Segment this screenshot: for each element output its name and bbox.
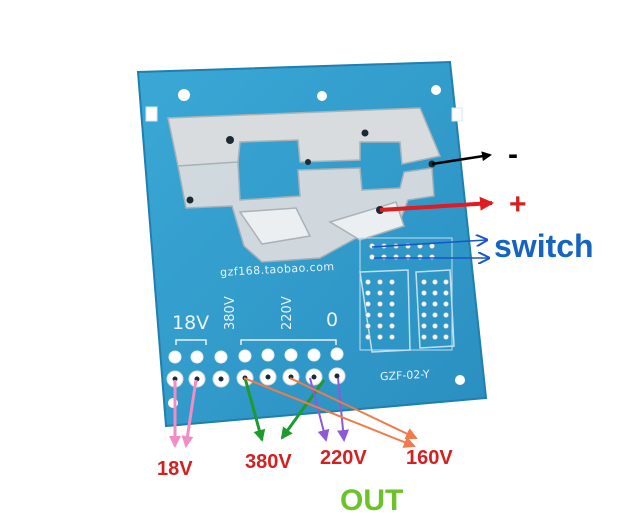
out-220v-label: 220V — [320, 447, 367, 469]
header-pin — [432, 279, 438, 285]
minus-label: - — [508, 138, 518, 171]
pin-label-380v: 380V — [223, 296, 238, 330]
out-380v-label: 380V — [245, 451, 292, 473]
switch-arrow-top — [371, 240, 486, 248]
pad-upper — [238, 349, 252, 363]
v380-arrow-a — [243, 377, 266, 442]
pin-label-18v: 18V — [172, 312, 210, 334]
pad-upper — [284, 348, 298, 362]
header-pin — [432, 290, 438, 296]
header-pin — [369, 254, 375, 260]
v220-arrow-b — [337, 377, 350, 442]
out-160v-label: 160V — [406, 447, 453, 469]
header-pin — [365, 312, 371, 318]
header-pin — [432, 334, 438, 340]
minus-arrow — [431, 151, 492, 166]
header-pin — [443, 334, 449, 340]
model-silkscreen: GZF-02-Y — [379, 367, 431, 384]
header-pin — [421, 323, 427, 329]
header-pin — [365, 290, 371, 296]
v160-arrow-b — [289, 377, 418, 440]
header-pin — [377, 334, 383, 340]
pad-upper — [307, 348, 321, 362]
pad-hole — [218, 376, 224, 382]
pad-upper — [330, 347, 344, 361]
v380-arrow-b — [280, 379, 326, 440]
header-pin — [389, 334, 395, 340]
header-pin — [417, 254, 423, 260]
header-pin — [421, 290, 427, 296]
header-pin — [389, 279, 395, 285]
v160-arrow-a — [243, 377, 416, 448]
header-pin — [405, 254, 411, 260]
header-pin — [377, 279, 383, 285]
pad-upper — [168, 350, 182, 364]
header-pin — [365, 334, 371, 340]
header-pin — [389, 312, 395, 318]
pad-upper — [190, 350, 204, 364]
header-pin — [443, 323, 449, 329]
header-pin — [377, 312, 383, 318]
pad-upper — [214, 350, 228, 364]
header-pin — [365, 301, 371, 307]
header-pin — [365, 279, 371, 285]
header-pin — [369, 243, 375, 249]
pad-hole — [265, 374, 271, 380]
header-pin — [393, 254, 399, 260]
out-label: OUT — [340, 484, 404, 517]
header-pin — [421, 312, 427, 318]
header-pin — [443, 301, 449, 307]
header-pin — [443, 312, 449, 318]
header-pin — [365, 323, 371, 329]
pad-upper — [261, 348, 275, 362]
header-pin — [377, 290, 383, 296]
header-pin — [429, 254, 435, 260]
switch-label: switch — [494, 228, 594, 264]
header-pin — [381, 254, 387, 260]
header-pin — [443, 279, 449, 285]
header-pin — [432, 312, 438, 318]
header-pin — [421, 301, 427, 307]
annotation-arrows — [169, 151, 494, 448]
header-pin — [389, 301, 395, 307]
plus-arrow — [379, 196, 494, 212]
pad-hole — [334, 373, 340, 379]
pad-hole — [311, 374, 317, 380]
pin-group-brackets — [175, 339, 337, 345]
header-pin — [421, 279, 427, 285]
v18-arrow-b — [181, 379, 198, 448]
pin-header-dots — [365, 243, 449, 340]
pin-label-220v: 220V — [280, 296, 295, 330]
header-pin — [432, 323, 438, 329]
out-18v-label: 18V — [157, 458, 193, 480]
header-pin — [443, 290, 449, 296]
header-pin — [377, 323, 383, 329]
header-pin — [389, 290, 395, 296]
header-pin — [432, 301, 438, 307]
header-pin — [389, 323, 395, 329]
header-pin — [421, 334, 427, 340]
plus-label: + — [509, 188, 527, 221]
pin-label-0: 0 — [326, 309, 339, 331]
header-pin — [377, 301, 383, 307]
